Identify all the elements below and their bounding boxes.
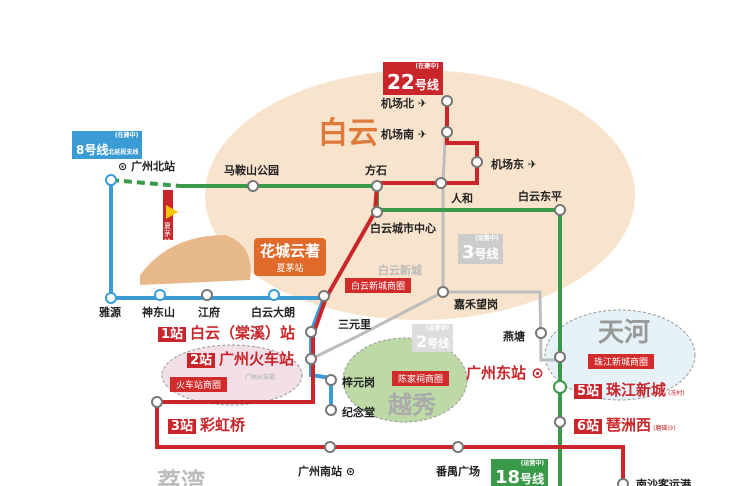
station-jichangnan: 机场南 ✈ — [381, 128, 428, 141]
district-yuexiu: 越秀 — [388, 391, 436, 419]
station-jiahewanggang: 嘉禾望岗 — [454, 298, 498, 311]
district-baiyun: 白云 — [318, 116, 378, 151]
station-markers — [105, 95, 629, 486]
project-station: 夏茅站 — [276, 264, 304, 274]
tag-baiyun-newtown: 白云新城商圈 — [345, 278, 412, 293]
line-22-badge: (在建中)22号线 — [383, 62, 443, 95]
tag-zhujiang: 珠江新城商圈 — [588, 354, 655, 369]
landmark-railway: 广州火车站 — [245, 374, 276, 381]
railway-icon: ⊙ — [531, 364, 544, 382]
tag-chenjiaci: 陈家祠商圈 — [392, 371, 450, 386]
station-sanyuanli: 三元里 — [338, 318, 371, 331]
station-fangshi: 方石 — [365, 164, 387, 177]
stop-1: 1站白云（棠溪）站 — [158, 322, 295, 343]
line-2 — [310, 290, 444, 361]
district-liwan: 荔湾 — [157, 468, 205, 486]
line-3-badge: (运营中)3号线 — [458, 234, 503, 264]
stop-6: 6站琶洲西(磨碟沙) — [574, 414, 676, 435]
station-baiyundalang: 白云大朗 — [251, 306, 295, 319]
station-guangzhoudong: 广州东站 ⊙ — [466, 364, 544, 382]
station-guangzhoubei: ⊙ 广州北站 — [118, 160, 176, 173]
line-18-badge: (运营中)18号线 — [491, 459, 549, 486]
station-baiyundongping: 白云东平 — [518, 190, 562, 203]
station-jichangbei: 机场北 ✈ — [381, 97, 428, 110]
stop-3: 3站彩虹桥 — [168, 414, 245, 435]
district-tianhe: 天河 — [598, 318, 651, 348]
station-yanyuan: 雅源 — [99, 306, 121, 319]
landmark-baiyun-newtown: 白云新城 — [378, 264, 422, 277]
plane-icon: ✈ — [417, 97, 428, 110]
line-18-planned — [110, 178, 181, 188]
stop-5: 5站珠江新城(冼村) — [574, 379, 685, 400]
station-jiniantang: 纪念堂 — [342, 406, 375, 419]
railway-icon: ⊙ — [118, 160, 128, 173]
xiamao-arrow-icon — [166, 205, 178, 219]
line-2-badge: (运营中)2号线 — [412, 324, 454, 352]
railway-icon: ⊙ — [345, 465, 356, 478]
station-shendongshan: 神东山 — [142, 306, 175, 319]
station-renhe: 人和 — [451, 192, 473, 205]
line-3 — [441, 100, 560, 362]
stop-2: 2站广州火车站 — [187, 348, 294, 369]
station-maanshan: 马鞍山公园 — [224, 164, 279, 177]
station-jiangfu: 江府 — [198, 306, 220, 319]
project-callout: 花城云著 夏茅站 — [254, 238, 327, 276]
station-jichangdong: 机场东 ✈ — [491, 158, 538, 171]
plane-icon: ✈ — [417, 128, 428, 141]
station-guangzhounan: 广州南站 ⊙ — [298, 465, 356, 478]
train-image — [140, 235, 251, 285]
station-nansha: 南沙客运港 — [636, 478, 691, 486]
station-yantang: 燕塘 — [503, 330, 525, 343]
project-name: 花城云著 — [260, 242, 321, 260]
line-8-badge: (在建中)8号线北延段支线 — [72, 131, 143, 159]
plane-icon: ✈ — [527, 158, 538, 171]
station-panyuguangchang: 番禺广场 — [436, 465, 480, 478]
tag-railway: 火车站商圈 — [170, 377, 228, 392]
station-baiyunchengshi: 白云城市中心 — [370, 222, 436, 235]
station-ziyuangang: 梓元岗 — [342, 376, 375, 389]
xiamao-vertical-label: 夏茅站 — [164, 222, 171, 246]
